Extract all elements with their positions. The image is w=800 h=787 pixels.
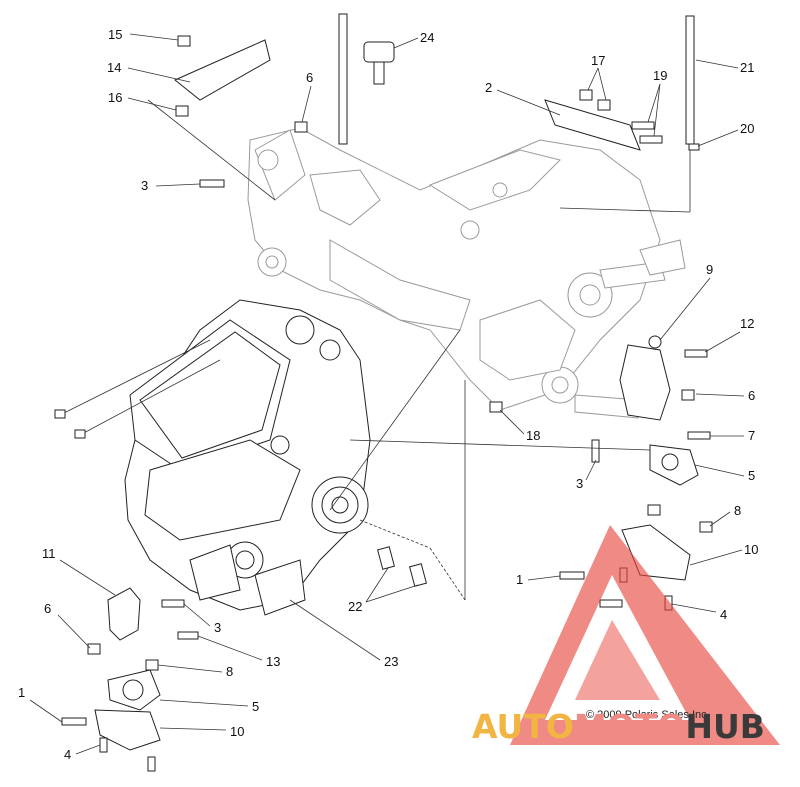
callout-3-right: 3 (576, 476, 583, 491)
watermark-auto: AUTO (472, 707, 574, 746)
leader-lines (29, 33, 745, 755)
rod-left (338, 13, 348, 145)
callout-10-left: 10 (230, 724, 244, 739)
callout-2: 2 (485, 80, 492, 95)
callout-4-right: 4 (720, 607, 727, 622)
callout-4-left: 4 (64, 747, 71, 762)
callout-13: 13 (266, 654, 280, 669)
callout-8-right: 8 (734, 503, 741, 518)
front-bracket-2 (544, 99, 641, 151)
callout-8-left: 8 (226, 664, 233, 679)
callout-19: 19 (653, 68, 667, 83)
callout-22: 22 (348, 599, 362, 614)
mount-isolator-5-left (107, 669, 161, 711)
watermark-text: AUTOMOTOHUB (472, 707, 765, 746)
callout-11: 11 (42, 546, 56, 561)
watermark-triangle (510, 525, 780, 745)
shield-14 (174, 39, 271, 101)
watermark-hub: HUB (685, 707, 765, 746)
watermark-moto: MOTO (574, 707, 685, 746)
callout-15: 15 (108, 27, 122, 42)
rod-21 (685, 15, 695, 145)
engine-assembly (54, 299, 371, 616)
transmission-assembly (247, 127, 686, 419)
callout-23: 23 (384, 654, 398, 669)
callout-labels: 15 14 16 6 24 2 17 19 21 20 3 9 12 6 18 … (18, 27, 758, 762)
callout-6-right: 6 (748, 388, 755, 403)
callout-17: 17 (591, 53, 605, 68)
watermark-logo (510, 525, 780, 745)
mount-bracket-10-left (94, 709, 161, 751)
callout-7: 7 (748, 428, 755, 443)
mount-bracket-9 (619, 335, 671, 421)
callout-10-right: 10 (744, 542, 758, 557)
callout-16: 16 (108, 90, 122, 105)
callout-12: 12 (740, 316, 754, 331)
copyright-text: © 2009 Polaris Sales Inc. (586, 709, 710, 721)
callout-1-right: 1 (516, 572, 523, 587)
callout-9: 9 (706, 262, 713, 277)
callout-24: 24 (420, 30, 434, 45)
callout-3-left: 3 (214, 620, 221, 635)
callout-1-left: 1 (18, 685, 25, 700)
callout-6-left: 6 (44, 601, 51, 616)
callout-5-right: 5 (748, 468, 755, 483)
clamp-24 (363, 41, 395, 85)
hardware (61, 35, 713, 772)
mount-bracket-11 (107, 587, 141, 641)
callout-6-top: 6 (306, 70, 313, 85)
callout-5-left: 5 (252, 699, 259, 714)
callout-14: 14 (107, 60, 121, 75)
callout-20: 20 (740, 121, 754, 136)
callout-3-top: 3 (141, 178, 148, 193)
mount-isolator-5-right (649, 444, 699, 486)
callout-21: 21 (740, 60, 754, 75)
callout-18: 18 (526, 428, 540, 443)
